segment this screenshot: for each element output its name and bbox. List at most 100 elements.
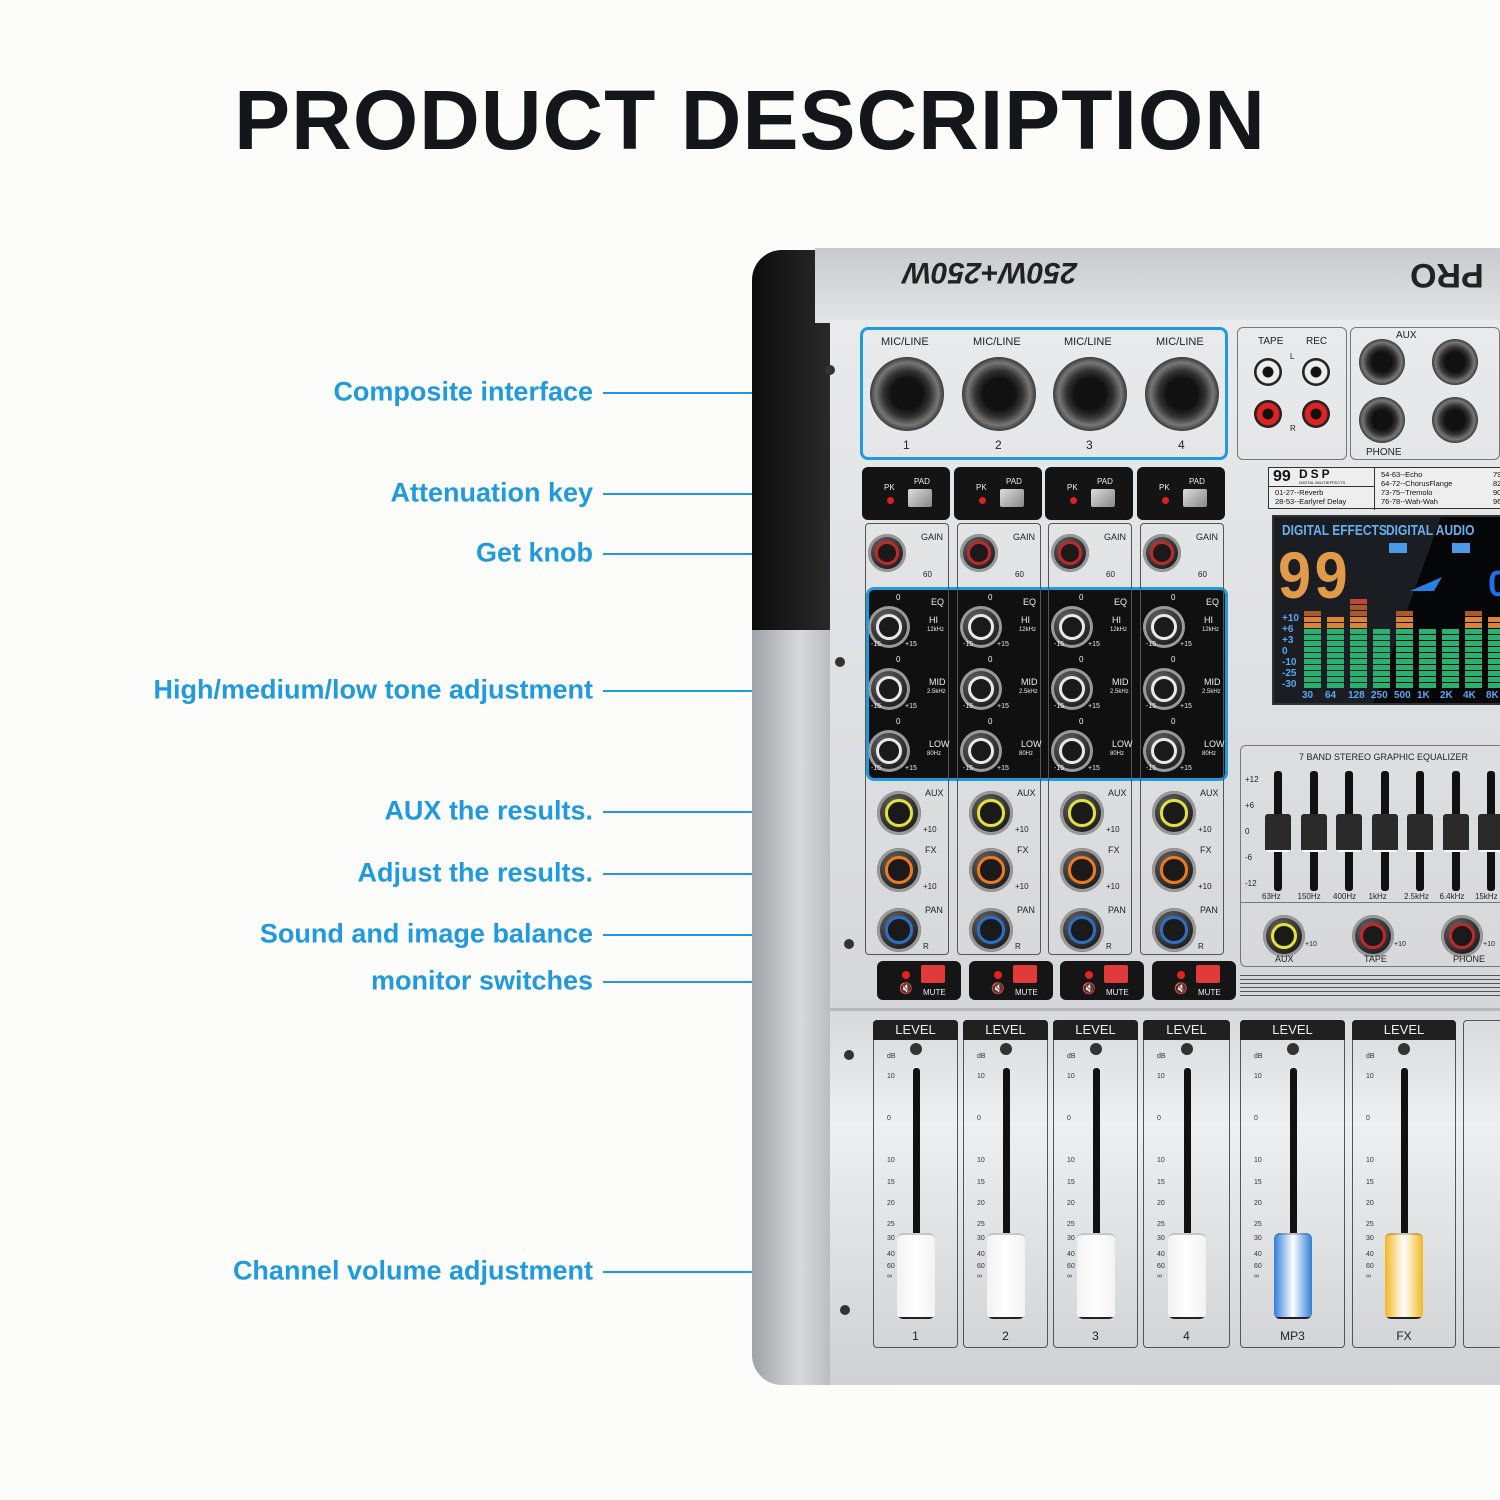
eq-center-mark: 0 bbox=[1079, 655, 1084, 664]
eq-max: +15 bbox=[905, 765, 917, 772]
mute-label: MUTE bbox=[923, 988, 946, 997]
eq-hi-knob[interactable] bbox=[868, 606, 910, 648]
fader-scale-label: 40 bbox=[1366, 1251, 1374, 1258]
aux-knob[interactable] bbox=[1152, 791, 1196, 835]
fader-scale-label: 10 bbox=[977, 1157, 985, 1164]
rca-jack[interactable] bbox=[1254, 358, 1282, 386]
fader-knob[interactable] bbox=[1167, 1233, 1206, 1319]
eq-low-knob[interactable] bbox=[1051, 730, 1093, 772]
aux-knob[interactable] bbox=[877, 791, 921, 835]
rca-jack[interactable] bbox=[1302, 358, 1330, 386]
mute-button[interactable] bbox=[1013, 965, 1037, 983]
fx-knob[interactable] bbox=[969, 848, 1013, 892]
knob-ring bbox=[977, 799, 1005, 827]
meter-segment bbox=[1304, 623, 1321, 628]
gain-knob[interactable] bbox=[1051, 534, 1089, 572]
quarter-inch-jack[interactable] bbox=[1432, 397, 1478, 443]
graphic-eq-scale-label: 0 bbox=[1245, 827, 1250, 836]
eq-band-freq: 12kHz bbox=[1110, 627, 1128, 633]
pad-button[interactable] bbox=[1000, 489, 1024, 507]
eq-mid-knob[interactable] bbox=[1143, 668, 1185, 710]
pad-button[interactable] bbox=[908, 489, 932, 507]
graphic-eq-slider[interactable] bbox=[1300, 814, 1327, 852]
fader-scale-label: 0 bbox=[977, 1115, 981, 1122]
meter-segment bbox=[1442, 659, 1459, 664]
graphic-eq-slider[interactable] bbox=[1265, 814, 1291, 852]
quarter-inch-jack[interactable] bbox=[1359, 339, 1405, 385]
eq-hi-knob[interactable] bbox=[1143, 606, 1185, 648]
master-knob[interactable] bbox=[1352, 915, 1394, 957]
fader-knob[interactable] bbox=[896, 1233, 935, 1319]
eq-hi-knob[interactable] bbox=[1051, 606, 1093, 648]
fader-knob[interactable] bbox=[1273, 1233, 1312, 1319]
graphic-eq-slider[interactable] bbox=[1442, 814, 1469, 852]
meter-segment bbox=[1350, 599, 1367, 604]
pk-label: PK bbox=[976, 483, 987, 492]
fader-knob[interactable] bbox=[1385, 1233, 1423, 1319]
meter-segment bbox=[1327, 653, 1344, 658]
fader-title: LEVEL bbox=[963, 1020, 1048, 1040]
mute-button[interactable] bbox=[1104, 965, 1128, 983]
gain-knob[interactable] bbox=[960, 534, 998, 572]
meter-segment bbox=[1350, 653, 1367, 658]
pan-knob[interactable] bbox=[969, 908, 1013, 952]
vent-slot bbox=[1240, 995, 1500, 996]
eq-low-knob[interactable] bbox=[960, 730, 1002, 772]
fx-knob[interactable] bbox=[1152, 848, 1196, 892]
fader-scale-label: ∞ bbox=[1157, 1273, 1162, 1280]
master-knob[interactable] bbox=[1263, 915, 1305, 957]
xlr-combo-jack[interactable] bbox=[1053, 357, 1127, 431]
eq-min: -15 bbox=[1146, 765, 1157, 772]
fader-knob[interactable] bbox=[1076, 1233, 1115, 1319]
eq-mid-knob[interactable] bbox=[868, 668, 910, 710]
graphic-eq-title: 7 BAND STEREO GRAPHIC EQUALIZER bbox=[1299, 752, 1469, 762]
pan-knob[interactable] bbox=[877, 908, 921, 952]
vent-slot bbox=[1240, 975, 1500, 976]
mute-button[interactable] bbox=[1196, 965, 1220, 983]
graphic-eq-slider[interactable] bbox=[1336, 814, 1362, 852]
pan-label: PAN bbox=[1108, 905, 1126, 915]
rca-jack[interactable] bbox=[1302, 400, 1330, 428]
eq-band-freq: 12kHz bbox=[1202, 627, 1220, 633]
fader-screw bbox=[1089, 1043, 1102, 1055]
fx-knob[interactable] bbox=[1060, 848, 1104, 892]
aux-knob[interactable] bbox=[1060, 791, 1104, 835]
xlr-combo-jack[interactable] bbox=[870, 357, 944, 431]
pad-button[interactable] bbox=[1183, 489, 1207, 507]
knob-ring bbox=[1359, 922, 1386, 949]
fader-knob[interactable] bbox=[986, 1233, 1025, 1319]
eq-hi-knob[interactable] bbox=[960, 606, 1002, 648]
pad-button[interactable] bbox=[1091, 489, 1115, 507]
meter-band-label: 500 bbox=[1394, 690, 1411, 701]
callout-label: AUX the results. bbox=[384, 795, 593, 826]
gain-knob[interactable] bbox=[1143, 534, 1181, 572]
quarter-inch-jack[interactable] bbox=[1432, 339, 1478, 385]
gain-knob[interactable] bbox=[868, 534, 906, 572]
meter-segment bbox=[1373, 659, 1390, 664]
mute-button[interactable] bbox=[921, 965, 945, 983]
graphic-eq-slider[interactable] bbox=[1407, 814, 1433, 852]
eq-title: EQ bbox=[1114, 597, 1128, 607]
pk-led bbox=[1070, 497, 1077, 504]
meter-segment bbox=[1396, 659, 1413, 664]
fader-label: MP3 bbox=[1280, 1329, 1305, 1343]
fx-knob[interactable] bbox=[877, 848, 921, 892]
eq-low-knob[interactable] bbox=[868, 730, 910, 772]
master-knob[interactable] bbox=[1441, 915, 1483, 957]
graphic-eq-slider[interactable] bbox=[1478, 814, 1500, 852]
pan-knob[interactable] bbox=[1152, 908, 1196, 952]
rca-jack[interactable] bbox=[1254, 400, 1282, 428]
rca-l-label: L bbox=[1290, 352, 1295, 361]
xlr-combo-jack[interactable] bbox=[962, 357, 1036, 431]
quarter-inch-jack[interactable] bbox=[1359, 397, 1405, 443]
meter-segment bbox=[1488, 635, 1500, 640]
eq-low-knob[interactable] bbox=[1143, 730, 1185, 772]
xlr-combo-jack[interactable] bbox=[1145, 357, 1219, 431]
aux-knob[interactable] bbox=[969, 791, 1013, 835]
eq-mid-knob[interactable] bbox=[1051, 668, 1093, 710]
eq-mid-knob[interactable] bbox=[960, 668, 1002, 710]
pan-knob[interactable] bbox=[1060, 908, 1104, 952]
graphic-eq-slider[interactable] bbox=[1371, 814, 1398, 852]
channel-strip-frame bbox=[1140, 523, 1224, 955]
